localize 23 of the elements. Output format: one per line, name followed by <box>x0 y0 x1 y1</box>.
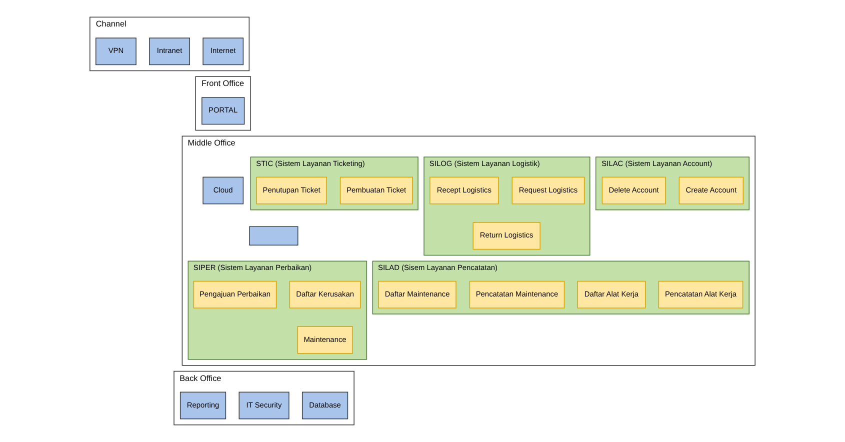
node-box: Daftar Maintenance <box>378 280 456 308</box>
node-box: Return Logistics <box>472 222 540 250</box>
node-box: Daftar Alat Kerja <box>577 280 646 308</box>
node-box: Pembuatan Ticket <box>340 176 413 204</box>
node-box: Pencatatan Alat Kerja <box>658 280 744 308</box>
node-box: Reporting <box>180 392 226 420</box>
node-box: Daftar Kerusakan <box>289 280 361 308</box>
node-box: Database <box>302 392 348 420</box>
node-box: Cloud <box>202 176 244 204</box>
node-box: Intranet <box>149 38 190 66</box>
node-box: Request Logistics <box>512 176 585 204</box>
node-box: Recept Logistics <box>430 176 499 204</box>
node-box <box>249 226 298 246</box>
node-box: Penutupan Ticket <box>256 176 327 204</box>
node-box: PORTAL <box>202 97 245 125</box>
node-box: Pengajuan Perbaikan <box>193 280 277 308</box>
node-box: VPN <box>96 38 136 66</box>
node-box: Internet <box>202 38 244 66</box>
node-box: Pencatatan Maintenance <box>469 280 565 308</box>
node-box: Delete Account <box>602 176 666 204</box>
node-box: IT Security <box>238 392 290 420</box>
node-box: Create Account <box>678 176 744 204</box>
node-box: Maintenance <box>297 326 353 354</box>
